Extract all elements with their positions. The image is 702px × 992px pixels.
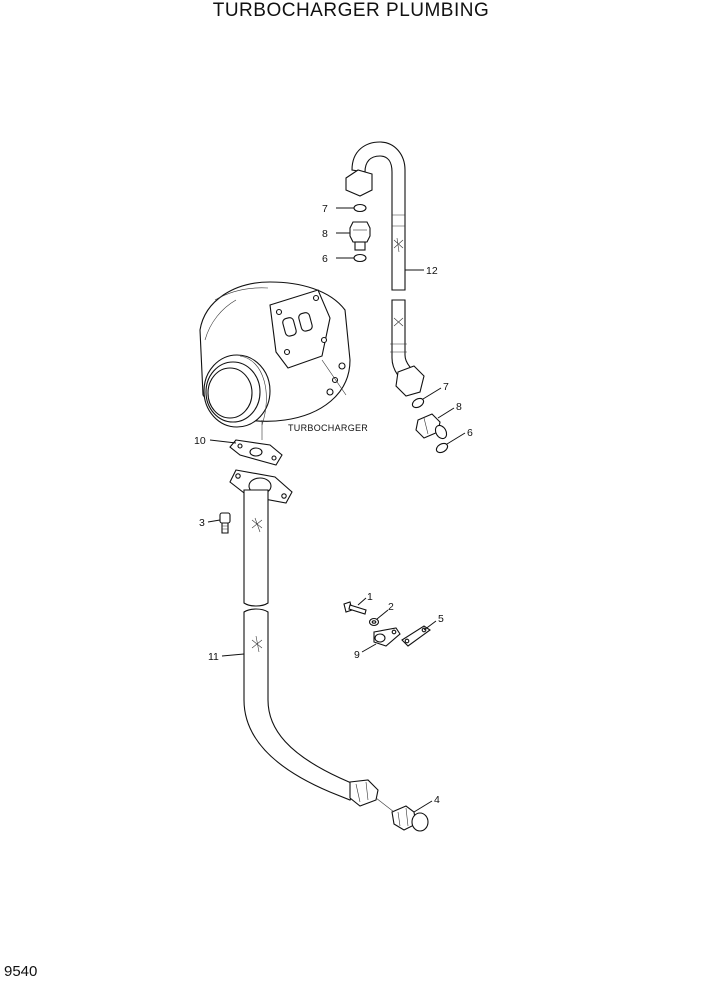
feed-line-part-12[interactable]: [345, 141, 425, 397]
leader-line-10: [209, 439, 237, 444]
callout-8-lower: 8: [456, 401, 462, 413]
drain-tube-part-11[interactable]: [229, 469, 379, 807]
leader-line-2: [376, 609, 389, 620]
plate-part-5[interactable]: [401, 625, 431, 647]
washer-part-2[interactable]: [368, 617, 380, 627]
leader-line-1: [357, 597, 367, 606]
callout-6-lower: 6: [467, 427, 473, 439]
callout-9: 9: [354, 649, 360, 661]
callout-11: 11: [208, 651, 219, 663]
leader-line-3: [207, 519, 221, 523]
leader-line-6-lower: [446, 432, 466, 445]
o-ring-part-6-upper[interactable]: [353, 253, 367, 263]
leader-line-5: [423, 620, 437, 631]
callout-8-upper: 8: [322, 228, 328, 240]
leader-line-4: [413, 800, 433, 813]
callout-12: 12: [426, 265, 438, 277]
leader-line-11: [221, 653, 245, 657]
leader-line-9: [361, 643, 377, 653]
o-ring-part-6-lower[interactable]: [435, 442, 449, 455]
callout-7-lower: 7: [443, 381, 449, 393]
callout-2: 2: [388, 601, 394, 613]
turbocharger-label: TURBOCHARGER: [288, 423, 368, 433]
callout-10: 10: [194, 435, 206, 447]
gasket-part-10[interactable]: [229, 439, 283, 466]
centerline-4: [375, 797, 395, 813]
leader-line-8-lower: [437, 407, 455, 419]
connector-part-4[interactable]: [391, 805, 429, 832]
callout-7-upper: 7: [322, 203, 328, 215]
clip-part-9[interactable]: [373, 627, 401, 647]
callout-5: 5: [438, 613, 444, 625]
page-title: TURBOCHARGER PLUMBING: [212, 0, 490, 21]
turbocharger-assembly[interactable]: [199, 281, 351, 428]
callout-6-upper: 6: [322, 253, 328, 265]
bolt-part-3[interactable]: [219, 512, 231, 534]
adapter-part-8-upper[interactable]: [349, 221, 371, 251]
callout-4: 4: [434, 794, 440, 806]
leader-line-7-lower: [422, 387, 442, 400]
o-ring-part-7-lower[interactable]: [411, 397, 425, 410]
callout-1: 1: [367, 591, 373, 603]
adapter-part-8-lower[interactable]: [415, 413, 449, 441]
callout-3: 3: [199, 517, 205, 529]
bolt-part-1[interactable]: [343, 601, 367, 615]
page-number: 9540: [4, 963, 38, 980]
o-ring-part-7-upper[interactable]: [353, 203, 367, 213]
